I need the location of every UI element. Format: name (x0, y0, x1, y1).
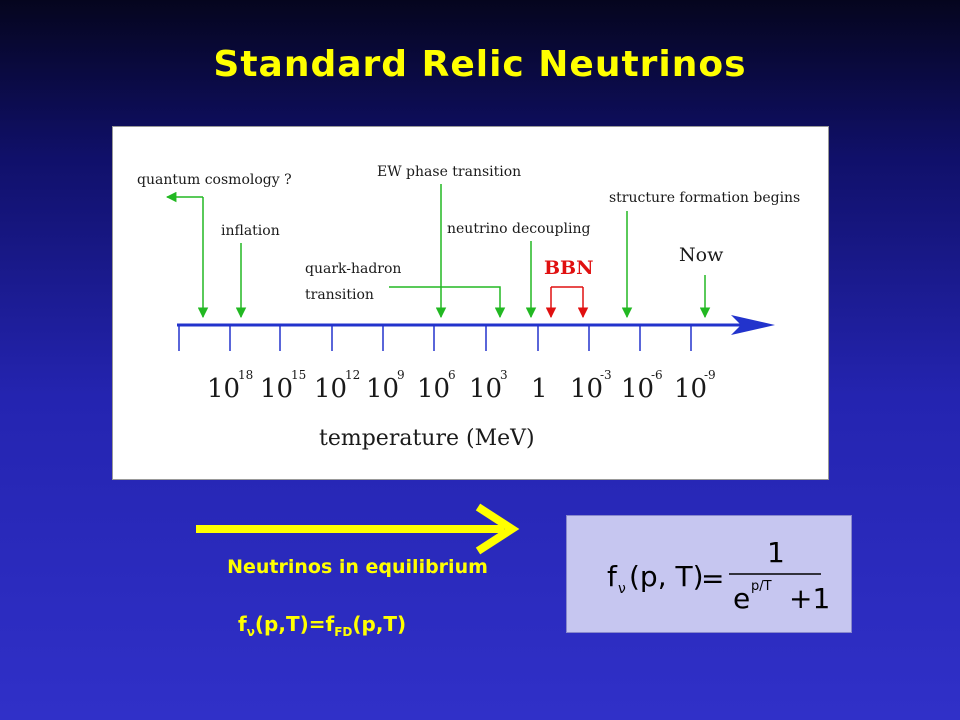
yellow-arrow-icon (196, 503, 520, 555)
formula-f: f (607, 560, 618, 593)
timeline-figure: quantum cosmology ? inflation quark-hadr… (112, 126, 829, 480)
tick-exp-1e12: 12 (345, 368, 360, 382)
tick-label-1e18: 10 (207, 374, 240, 404)
fermi-dirac-formula: f ν (p, T) = 1 e p/T +1 (607, 536, 830, 615)
event-label-quantum-cosmology: quantum cosmology ? (137, 172, 292, 188)
slide-title: Standard Relic Neutrinos (213, 44, 747, 85)
formula-numerator: 1 (767, 536, 785, 569)
event-label-bbn: BBN (544, 257, 594, 279)
axis-label: temperature (MeV) (319, 426, 535, 451)
tick-label-1e9: 10 (366, 374, 399, 404)
tick-label-1e-3: 10 (570, 374, 603, 404)
fd-end: (p,T) (352, 612, 407, 636)
fd-args: (p,T)=f (254, 612, 335, 636)
event-label-neutrino-decoupling: neutrino decoupling (447, 221, 590, 237)
tick-exp-1e-6: -6 (651, 368, 663, 382)
fd-nu: ν (246, 625, 255, 639)
tick-exp-1e15: 15 (291, 368, 306, 382)
tick-exp-1e-9: -9 (704, 368, 716, 382)
tick-exp-1e3: 3 (500, 368, 508, 382)
formula-box: f ν (p, T) = 1 e p/T +1 (566, 515, 852, 633)
tick-label-1e15: 10 (260, 374, 293, 404)
tick-label-1e6: 10 (417, 374, 450, 404)
formula-plus-one: +1 (789, 582, 830, 615)
event-label-now: Now (679, 244, 724, 266)
formula-exp: p/T (751, 579, 772, 594)
event-label-structure-formation: structure formation begins (609, 190, 800, 206)
tick-label-1e3: 10 (469, 374, 502, 404)
axis-ticks (178, 325, 692, 351)
tick-exp-1e18: 18 (238, 368, 253, 382)
event-label-quark-hadron-1: quark-hadron (305, 261, 401, 277)
formula-equals: = (701, 562, 724, 595)
tick-exp-1e9: 9 (397, 368, 405, 382)
formula-args: (p, T) (629, 560, 704, 593)
tick-exp-1e6: 6 (448, 368, 456, 382)
tick-label-1: 1 (531, 374, 548, 404)
equilibrium-label: Neutrinos in equilibrium (227, 556, 488, 578)
tick-label-1e-6: 10 (621, 374, 654, 404)
tick-label-1e12: 10 (314, 374, 347, 404)
fd-sub: FD (334, 625, 353, 639)
tick-exp-1e-3: -3 (600, 368, 612, 382)
formula-nu: ν (618, 581, 626, 597)
event-label-quark-hadron-2: transition (305, 287, 374, 303)
event-label-ew-phase: EW phase transition (377, 164, 521, 180)
fd-f: f (238, 612, 247, 636)
timeline-diagram: quantum cosmology ? inflation quark-hadr… (137, 164, 800, 451)
event-label-inflation: inflation (221, 223, 280, 239)
tick-label-1e-9: 10 (674, 374, 707, 404)
arrow-quark-hadron (389, 286, 506, 319)
fd-equation: fν(p,T)=fFD(p,T) (238, 612, 406, 639)
formula-e: e (733, 582, 750, 615)
axis-arrowhead (731, 315, 775, 335)
